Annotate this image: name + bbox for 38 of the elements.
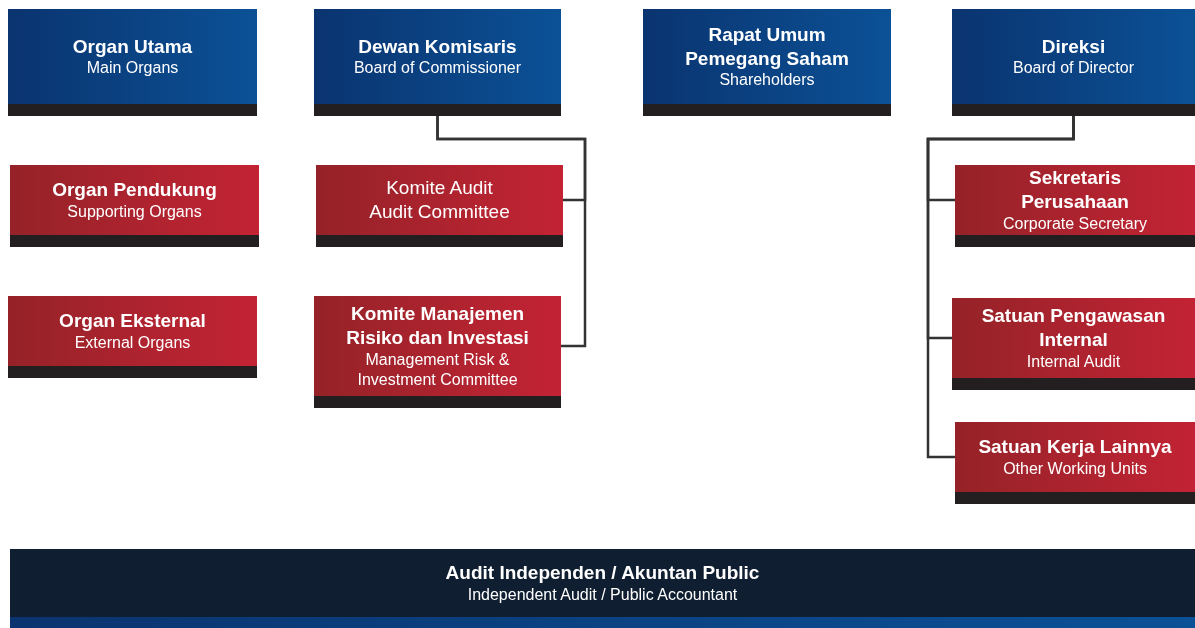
unit-title: Satuan Pengawasan Internal (980, 304, 1167, 352)
unit-subtitle: Board of Commissioner (353, 58, 522, 79)
unit-subtitle: Supporting Organs (67, 201, 202, 222)
unit-title: Satuan Kerja Lainnya (978, 435, 1172, 459)
unit-title: Direksi (1041, 34, 1106, 59)
org-card (955, 422, 1195, 504)
unit-subtitle: Board of Director (1013, 58, 1134, 79)
unit-subtitle: Audit Committee (369, 200, 510, 224)
unit-title: Organ Pendukung (52, 178, 217, 202)
unit-subtitle: Main Organs (86, 58, 179, 79)
unit-title: Organ Eksternal (59, 309, 206, 333)
connector-line (436, 116, 587, 348)
org-card (10, 165, 259, 247)
org-card (955, 165, 1195, 247)
org-card (952, 9, 1195, 116)
unit-subtitle: Shareholders (719, 70, 815, 91)
unit-subtitle: External Organs (74, 332, 191, 353)
connector-line (926, 116, 1075, 459)
org-card (10, 549, 1195, 628)
org-card (314, 296, 561, 408)
unit-subtitle: Other Working Units (1003, 458, 1147, 479)
unit-title: Komite Manajemen Risiko dan Investasi (345, 302, 530, 350)
unit-title: Dewan Komisaris (358, 34, 517, 59)
unit-title: Audit Independen / Akuntan Public (445, 561, 760, 585)
unit-subtitle: Internal Audit (1026, 351, 1121, 372)
org-card (8, 296, 257, 378)
org-card (643, 9, 891, 116)
unit-title: Sekretaris Perusahaan (1020, 166, 1130, 214)
unit-title: Komite Audit (386, 176, 493, 200)
unit-title: Organ Utama (72, 34, 193, 59)
unit-subtitle: Management Risk & Investment Committee (356, 349, 519, 390)
org-card (952, 298, 1195, 390)
org-card (314, 9, 561, 116)
unit-title: Rapat Umum Pemegang Saham (684, 22, 850, 71)
unit-subtitle: Corporate Secretary (1002, 213, 1148, 234)
unit-subtitle: Independent Audit / Public Accountant (467, 584, 738, 605)
org-card (8, 9, 257, 116)
org-card (316, 165, 563, 247)
